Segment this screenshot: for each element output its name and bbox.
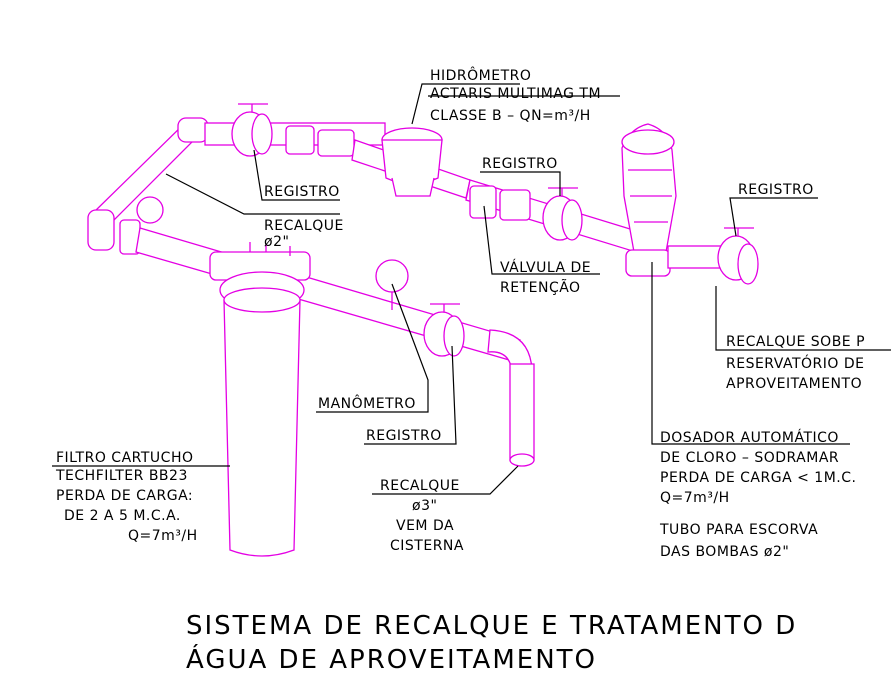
dosador-line-2: DE CLORO – SODRAMAR [660, 450, 839, 466]
filtro-line-1: FILTRO CARTUCHO [56, 450, 194, 466]
recalque-2-line-1: RECALQUE [264, 218, 344, 234]
label-recalque-2: RECALQUE ø2" [264, 218, 344, 250]
valvula-line-1: VÁLVULA DE [500, 259, 591, 276]
piping [87, 103, 759, 557]
drawing-title: SISTEMA DE RECALQUE E TRATAMENTO D ÁGUA … [186, 611, 797, 675]
recalque-3-line-3: VEM DA [396, 518, 454, 534]
valvula-line-2: RETENÇÃO [500, 279, 581, 296]
filtro-line-4: DE 2 A 5 M.C.A. [64, 508, 181, 524]
filtro-line-2: TECHFILTER BB23 [55, 468, 188, 484]
hidrometro-line-2: ACTARIS MULTIMAG TM [430, 86, 601, 102]
hidrometro-line-1: HIDRÔMETRO [430, 66, 531, 84]
filtro-line-3: PERDA DE CARGA: [56, 488, 193, 504]
label-manometro: MANÔMETRO [318, 394, 416, 412]
dosador-line-1: DOSADOR AUTOMÁTICO [660, 429, 839, 446]
label-filtro: FILTRO CARTUCHO TECHFILTER BB23 PERDA DE… [55, 450, 198, 544]
dosador-line-3: PERDA DE CARGA < 1M.C. [660, 470, 856, 486]
recalque-sobe-line-3: APROVEITAMENTO [726, 376, 862, 392]
recalque-3-line-1: RECALQUE [380, 478, 460, 494]
label-hidrometro: HIDRÔMETRO ACTARIS MULTIMAG TM CLASSE B … [430, 66, 601, 124]
label-dosador: DOSADOR AUTOMÁTICO DE CLORO – SODRAMAR P… [660, 429, 856, 506]
label-registro-2: REGISTRO [482, 156, 558, 172]
leader-lines [52, 83, 891, 495]
label-registro-3: REGISTRO [738, 182, 814, 198]
label-recalque-3: RECALQUE ø3" VEM DA CISTERNA [380, 478, 464, 554]
filtro-line-5: Q=7m³/H [128, 528, 198, 544]
title-line-1: SISTEMA DE RECALQUE E TRATAMENTO D [186, 611, 797, 641]
hidrometro-line-3: CLASSE B – QN=m³/H [430, 108, 591, 124]
label-tubo: TUBO PARA ESCORVA DAS BOMBAS ø2" [659, 522, 818, 560]
tubo-line-2: DAS BOMBAS ø2" [660, 544, 789, 560]
recalque-2-line-2: ø2" [264, 234, 289, 250]
dosador-line-4: Q=7m³/H [660, 490, 730, 506]
label-valvula: VÁLVULA DE RETENÇÃO [500, 259, 591, 296]
tubo-line-1: TUBO PARA ESCORVA [659, 522, 818, 538]
recalque-3-line-4: CISTERNA [390, 538, 464, 554]
label-recalque-sobe: RECALQUE SOBE P RESERVATÓRIO DE APROVEIT… [726, 334, 865, 392]
recalque-sobe-line-1: RECALQUE SOBE P [726, 334, 865, 350]
title-line-2: ÁGUA DE APROVEITAMENTO [186, 643, 597, 675]
label-registro-1: REGISTRO [264, 184, 340, 200]
recalque-3-line-2: ø3" [412, 498, 437, 514]
label-registro-4: REGISTRO [366, 428, 442, 444]
recalque-sobe-line-2: RESERVATÓRIO DE [726, 354, 864, 372]
